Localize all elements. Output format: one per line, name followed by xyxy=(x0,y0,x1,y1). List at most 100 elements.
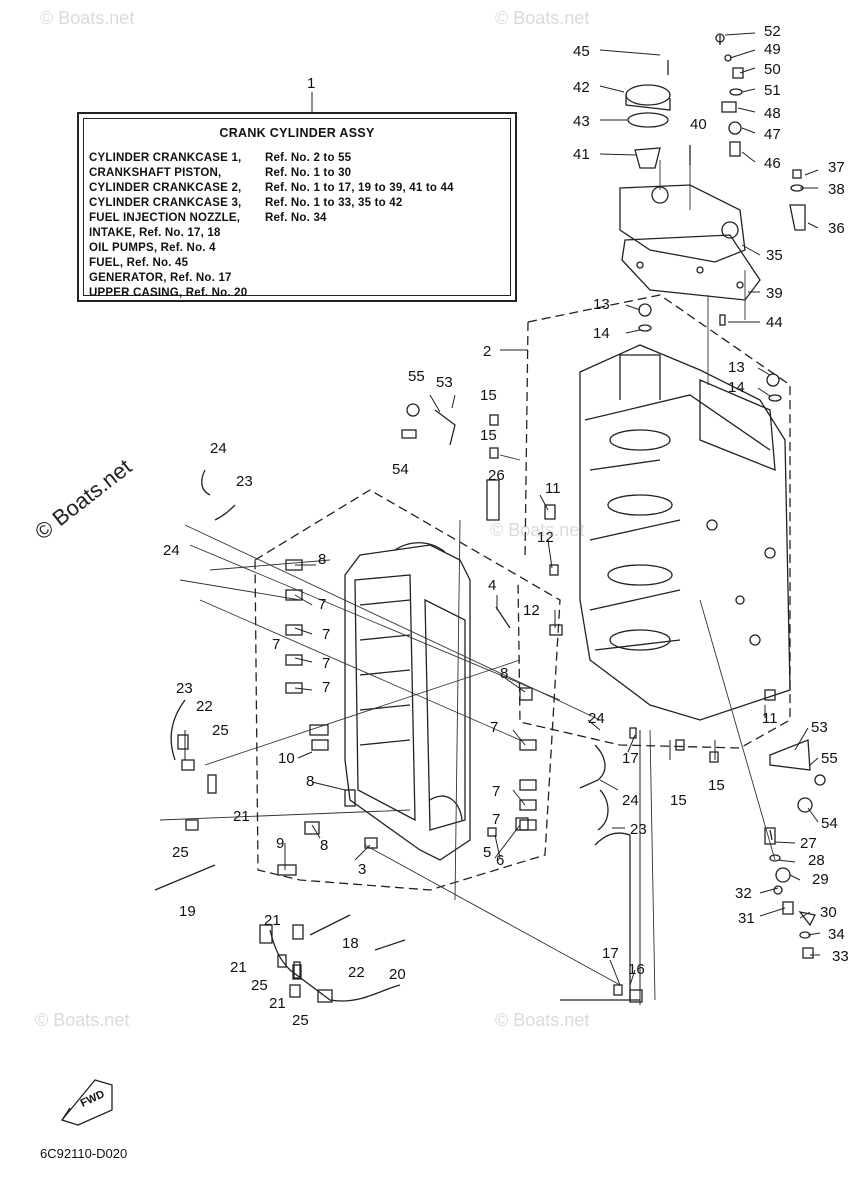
cylinder-block xyxy=(344,542,471,861)
callout-number[interactable]: 7 xyxy=(272,636,281,653)
callout-number[interactable]: 24 xyxy=(622,792,639,809)
callout-number[interactable]: 24 xyxy=(163,542,180,559)
callout-number[interactable]: 44 xyxy=(766,314,783,331)
callout-number[interactable]: 12 xyxy=(537,529,554,546)
callout-number[interactable]: 12 xyxy=(523,602,540,619)
callout-number[interactable]: 17 xyxy=(622,750,639,767)
watermark: © Boats.net xyxy=(495,1010,590,1030)
callout-number[interactable]: 54 xyxy=(821,815,838,832)
callout-number[interactable]: 41 xyxy=(573,146,590,163)
callout-number[interactable]: 47 xyxy=(764,126,781,143)
callout-number[interactable]: 24 xyxy=(588,710,605,727)
callout-number[interactable]: 33 xyxy=(832,948,849,965)
legend-inner-border xyxy=(83,118,511,296)
callout-number[interactable]: 8 xyxy=(318,551,327,568)
callout-number[interactable]: 55 xyxy=(408,368,425,385)
callout-number[interactable]: 23 xyxy=(630,821,647,838)
callout-number[interactable]: 18 xyxy=(342,935,359,952)
callout-number[interactable]: 13 xyxy=(728,359,745,376)
callout-number[interactable]: 50 xyxy=(764,61,781,78)
callout-number[interactable]: 13 xyxy=(593,296,610,313)
callout-number[interactable]: 7 xyxy=(318,596,327,613)
callout-number[interactable]: 15 xyxy=(708,777,725,794)
small-parts xyxy=(177,33,826,1003)
callout-number[interactable]: 3 xyxy=(358,861,367,878)
legend-ref-number: 1 xyxy=(307,75,316,92)
callout-number[interactable]: 6 xyxy=(496,852,505,869)
callout-number[interactable]: 16 xyxy=(628,961,645,978)
callout-number[interactable]: 17 xyxy=(602,945,619,962)
callout-number[interactable]: 8 xyxy=(320,837,329,854)
crankcase-block xyxy=(579,344,791,721)
callout-number[interactable]: 24 xyxy=(210,440,227,457)
legend-row: FUEL INJECTION NOZZLE,Ref. No. 34 xyxy=(89,212,327,224)
callout-number[interactable]: 5 xyxy=(483,844,492,861)
callout-number[interactable]: 7 xyxy=(322,679,331,696)
legend-title: CRANK CYLINDER ASSY xyxy=(219,126,375,140)
callout-number[interactable]: 21 xyxy=(230,959,247,976)
callout-number[interactable]: 23 xyxy=(236,473,253,490)
callout-number[interactable]: 40 xyxy=(690,116,707,133)
callout-number[interactable]: 10 xyxy=(278,750,295,767)
callout-number[interactable]: 39 xyxy=(766,285,783,302)
callout-number[interactable]: 8 xyxy=(306,773,315,790)
watermark: © Boats.net xyxy=(40,8,135,28)
callout-number[interactable]: 21 xyxy=(264,912,281,929)
callout-number[interactable]: 34 xyxy=(828,926,845,943)
callout-number[interactable]: 19 xyxy=(179,903,196,920)
callout-number[interactable]: 7 xyxy=(322,626,331,643)
callout-number[interactable]: 7 xyxy=(322,655,331,672)
callout-number[interactable]: 14 xyxy=(593,325,610,342)
callout-number[interactable]: 55 xyxy=(821,750,838,767)
callout-number[interactable]: 54 xyxy=(392,461,409,478)
legend-row: CYLINDER CRANKCASE 1,Ref. No. 2 to 55 xyxy=(89,152,352,164)
callout-number[interactable]: 25 xyxy=(212,722,229,739)
callout-number[interactable]: 25 xyxy=(292,1012,309,1029)
callout-number[interactable]: 46 xyxy=(764,155,781,172)
callout-number[interactable]: 22 xyxy=(348,964,365,981)
callout-number[interactable]: 48 xyxy=(764,105,781,122)
callout-number[interactable]: 32 xyxy=(735,885,752,902)
callout-number[interactable]: 21 xyxy=(269,995,286,1012)
callout-number[interactable]: 9 xyxy=(276,835,285,852)
callout-number[interactable]: 31 xyxy=(738,910,755,927)
callout-number[interactable]: 43 xyxy=(573,113,590,130)
callout-number[interactable]: 27 xyxy=(800,835,817,852)
watermark: © Boats.net xyxy=(490,520,585,540)
callout-number[interactable]: 7 xyxy=(492,811,501,828)
callout-number[interactable]: 8 xyxy=(500,665,509,682)
callout-number[interactable]: 35 xyxy=(766,247,783,264)
callout-number[interactable]: 11 xyxy=(762,710,778,727)
callout-number[interactable]: 2 xyxy=(483,343,492,360)
callout-number[interactable]: 45 xyxy=(573,43,590,60)
diagram-code: 6C92110-D020 xyxy=(40,1146,128,1161)
callout-number[interactable]: 15 xyxy=(480,387,497,404)
callout-number[interactable]: 37 xyxy=(828,159,845,176)
callout-number[interactable]: 25 xyxy=(172,844,189,861)
callout-number[interactable]: 15 xyxy=(670,792,687,809)
callout-number[interactable]: 26 xyxy=(488,467,505,484)
callout-number[interactable]: 25 xyxy=(251,977,268,994)
callout-number[interactable]: 38 xyxy=(828,181,845,198)
callout-number[interactable]: 53 xyxy=(436,374,453,391)
callout-number[interactable]: 15 xyxy=(480,427,497,444)
callout-number[interactable]: 29 xyxy=(812,871,829,888)
callout-number[interactable]: 23 xyxy=(176,680,193,697)
callout-number[interactable]: 14 xyxy=(728,379,745,396)
callout-number[interactable]: 22 xyxy=(196,698,213,715)
callout-number[interactable]: 42 xyxy=(573,79,590,96)
callout-number[interactable]: 11 xyxy=(545,480,561,497)
callout-number[interactable]: 21 xyxy=(233,808,250,825)
callout-number[interactable]: 7 xyxy=(492,783,501,800)
callout-number[interactable]: 7 xyxy=(490,719,499,736)
callout-number[interactable]: 20 xyxy=(389,966,406,983)
callout-number[interactable]: 28 xyxy=(808,852,825,869)
callout-number[interactable]: 53 xyxy=(811,719,828,736)
callout-number[interactable]: 49 xyxy=(764,41,781,58)
legend-row: CYLINDER CRANKCASE 3,Ref. No. 1 to 33, 3… xyxy=(89,197,403,209)
callout-number[interactable]: 36 xyxy=(828,220,845,237)
callout-number[interactable]: 30 xyxy=(820,904,837,921)
callout-number[interactable]: 4 xyxy=(488,577,497,594)
callout-number[interactable]: 51 xyxy=(764,82,781,99)
callout-number[interactable]: 52 xyxy=(764,23,781,40)
